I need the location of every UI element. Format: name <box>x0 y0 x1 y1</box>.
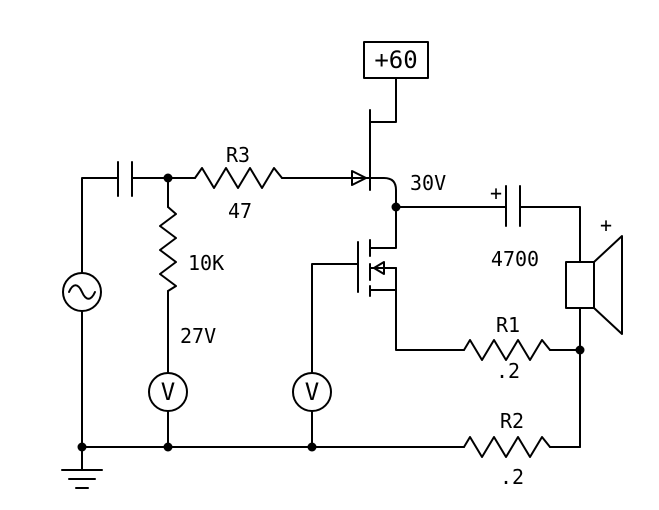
speaker-icon <box>565 235 623 335</box>
resistor-r3 <box>194 167 283 189</box>
r3-name: R3 <box>226 143 250 167</box>
r1-value: .2 <box>496 359 520 383</box>
cap-value: 4700 <box>491 247 539 271</box>
emitter-wire <box>369 177 397 249</box>
speaker-plus-label: + <box>600 213 612 237</box>
r-bias-value: 10K <box>188 251 224 275</box>
mosfet <box>357 239 397 297</box>
bjt-transistor <box>351 109 371 191</box>
output-capacitor <box>505 185 521 227</box>
node-r1 <box>575 345 585 355</box>
r2-name: R2 <box>500 409 524 433</box>
v-mid-label: 30V <box>410 171 446 195</box>
node-ground-right <box>307 442 317 452</box>
ground-icon <box>61 446 103 489</box>
voltmeter-right-label: V <box>305 378 319 406</box>
supply-wire <box>369 77 397 123</box>
cap-plus-label: + <box>490 181 502 205</box>
source-wire <box>369 267 465 351</box>
r3-value: 47 <box>228 199 252 223</box>
voltmeter-right: V <box>292 372 332 412</box>
supply-label: +60 <box>374 46 417 74</box>
voltmeter-left-label: V <box>161 378 175 406</box>
resistor-r1 <box>463 339 551 361</box>
input-wire-left <box>81 177 119 448</box>
voltmeter-left: V <box>148 372 188 412</box>
resistor-10k <box>159 206 177 292</box>
gate-wire <box>311 263 359 374</box>
r1-name: R1 <box>496 313 520 337</box>
supply-box: +60 <box>363 41 429 79</box>
node-ground-mid <box>163 442 173 452</box>
v-left-label: 27V <box>180 324 216 348</box>
sine-wave-icon <box>68 284 96 300</box>
resistor-r2 <box>463 436 551 458</box>
ac-source <box>62 272 102 312</box>
output-cap-wire-right <box>519 206 581 263</box>
r2-value: .2 <box>500 465 524 489</box>
input-capacitor <box>117 161 133 197</box>
